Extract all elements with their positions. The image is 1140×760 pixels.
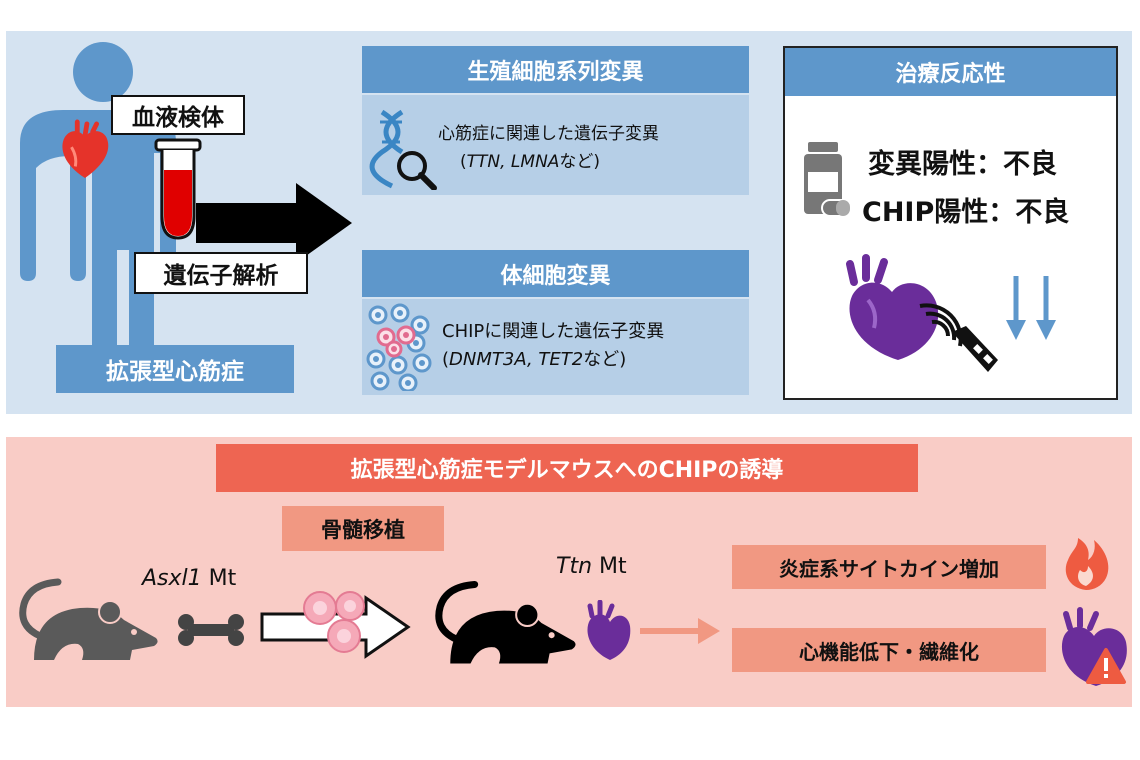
ttn-gene: Ttn bbox=[556, 554, 593, 579]
ttn-heart-icon bbox=[587, 600, 631, 660]
response-title: 治療反応性 bbox=[785, 48, 1116, 96]
somatic-line2: (DNMT3A, TET2など) bbox=[442, 346, 742, 374]
mouse-model-title: 拡張型心筋症モデルマウスへのCHIPの誘導 bbox=[216, 444, 918, 492]
cells-icon bbox=[366, 303, 432, 391]
ttn-label: Ttn Mt bbox=[556, 554, 627, 579]
heart-warning-icon bbox=[1061, 607, 1127, 686]
asxl1-label: Asxl1 Mt bbox=[142, 566, 236, 591]
mouse-recipient-icon bbox=[435, 580, 576, 664]
ttn-mt: Mt bbox=[592, 554, 627, 579]
somatic-title: 体細胞変異 bbox=[362, 250, 749, 297]
germline-genes: TTN, LMNA bbox=[466, 152, 560, 172]
test-tube-icon bbox=[154, 138, 202, 240]
genetic-analysis-label: 遺伝子解析 bbox=[134, 252, 308, 294]
heart-icon bbox=[62, 119, 109, 179]
germline-close: など) bbox=[559, 152, 601, 172]
treatment-response-panel bbox=[783, 46, 1118, 400]
bone-icon bbox=[178, 614, 244, 646]
mouse-donor-icon bbox=[19, 578, 158, 660]
dysfunction-label: 心機能低下・繊維化 bbox=[732, 628, 1046, 672]
human-figure-icon bbox=[20, 42, 176, 368]
response-line1: 変異陽性：不良 bbox=[868, 149, 1057, 180]
somatic-close: など) bbox=[583, 349, 627, 370]
somatic-line1: CHIPに関連した遺伝子変異 bbox=[442, 321, 665, 342]
bmt-label: 骨髄移植 bbox=[282, 506, 444, 551]
pill-bottle-icon bbox=[804, 142, 851, 217]
asxl1-mt: Mt bbox=[201, 566, 237, 591]
germline-title: 生殖細胞系列変異 bbox=[362, 46, 749, 93]
response-line2: CHIP陽性：不良 bbox=[862, 197, 1070, 228]
stem-cells-icon bbox=[303, 591, 365, 653]
result-arrow-icon bbox=[640, 618, 720, 644]
dcm-label: 拡張型心筋症 bbox=[56, 345, 294, 393]
decrease-arrows-icon bbox=[1006, 276, 1056, 340]
heart-ultrasound-icon bbox=[846, 254, 998, 372]
asxl1-gene: Asxl1 bbox=[142, 566, 202, 591]
somatic-open: ( bbox=[442, 349, 450, 370]
germline-line2: (TTN, LMNAなど) bbox=[438, 148, 738, 176]
somatic-content bbox=[362, 299, 749, 395]
blood-sample-label: 血液検体 bbox=[111, 95, 245, 135]
somatic-text: CHIPに関連した遺伝子変異 (DNMT3A, TET2など) bbox=[442, 318, 742, 374]
germline-text: 心筋症に関連した遺伝子変異 (TTN, LMNAなど) bbox=[438, 120, 738, 176]
flame-icon bbox=[1065, 538, 1109, 590]
germline-line1: 心筋症に関連した遺伝子変異 bbox=[438, 124, 659, 144]
germline-open: ( bbox=[460, 152, 467, 172]
dna-search-icon bbox=[369, 109, 437, 190]
cytokine-label: 炎症系サイトカイン増加 bbox=[732, 545, 1046, 589]
somatic-genes: DNMT3A, TET2 bbox=[449, 349, 584, 370]
arrow-right-icon bbox=[196, 183, 352, 263]
